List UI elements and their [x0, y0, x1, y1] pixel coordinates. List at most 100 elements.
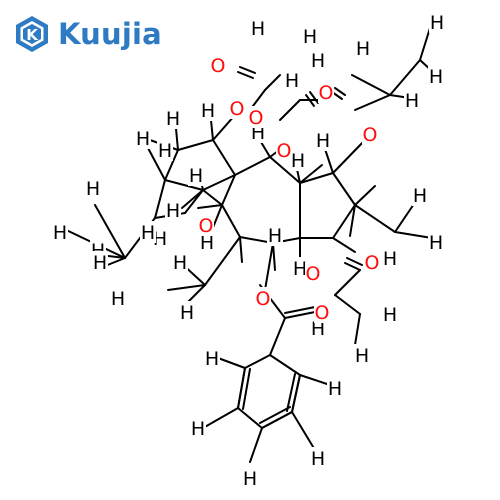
atom-label-background [210, 54, 226, 76]
hydrogen-atom-label: H [355, 345, 369, 367]
single-bond [332, 237, 356, 253]
hydrogen-atom-label: H [153, 228, 167, 250]
single-bond [272, 242, 276, 271]
atom-label-background [305, 262, 321, 284]
atom-label-background [157, 139, 173, 161]
double-bond [286, 373, 296, 412]
atom-label-background [276, 139, 292, 161]
single-bond [299, 172, 334, 184]
atom-label-background [382, 247, 398, 269]
single-bond [354, 313, 361, 346]
single-bond [332, 204, 356, 239]
atom-label-background [52, 221, 68, 243]
single-bond [244, 354, 271, 369]
hydrogen-atom-label: H [200, 232, 214, 254]
atom-label-background [382, 303, 398, 325]
single-bond [249, 427, 263, 463]
atom-label-background [290, 149, 306, 171]
hydrogen-atom-label: H [328, 378, 342, 400]
hydrogen-atom-label: H [158, 140, 172, 162]
atom-label-background [428, 65, 444, 87]
single-bond [299, 164, 323, 184]
single-bond [354, 94, 391, 111]
hydrogen-atom-label: H [243, 468, 257, 490]
atom-label-background [315, 129, 331, 151]
hydrogen-atom-label: H [405, 90, 419, 112]
single-bond [202, 174, 236, 191]
atom-label-background [198, 214, 214, 236]
hydrogen-atom-label: H [311, 50, 325, 72]
single-bond [269, 156, 301, 184]
oxygen-atom-label: O [306, 263, 321, 285]
oxygen-atom-label: O [211, 55, 226, 77]
oxygen-atom-label: O [315, 302, 330, 324]
atom-label-background [110, 287, 126, 309]
atom-label-background [327, 377, 343, 399]
double-bond [242, 368, 251, 410]
hydrogen-atom-label: H [251, 18, 265, 40]
oxygen-atom-label: O [249, 107, 264, 129]
atom-label-background [135, 127, 151, 149]
hydrogen-atom-label: H [166, 200, 180, 222]
hydrogen-atom-label: H [291, 150, 305, 172]
single-bond [167, 284, 206, 291]
single-bond [202, 407, 239, 429]
single-bond [354, 204, 396, 233]
kuujia-logo-hexagon-icon: K [16, 16, 48, 52]
single-bond [154, 179, 166, 219]
single-bond [221, 204, 241, 238]
single-bond [264, 74, 281, 91]
logo-mark-letter: K [26, 26, 39, 44]
double-bond [261, 411, 293, 429]
hydrogen-atom-label: H [413, 185, 427, 207]
atom-label-background [292, 257, 308, 279]
atom-label-background [229, 97, 245, 119]
hydrogen-atom-label: H [141, 222, 155, 244]
oxygen-atom-label: O [363, 124, 378, 146]
hydrogen-atom-label: H [205, 348, 219, 370]
bond-layer [61, 27, 434, 463]
atom-label-background [190, 417, 206, 439]
hydrogen-atom-label: H [311, 318, 325, 340]
hydrogen-atom-label: H [189, 165, 203, 187]
hydrogen-atom-label: H [201, 100, 215, 122]
single-bond [94, 204, 126, 259]
hydrogen-atom-label: H [93, 252, 107, 274]
single-bond [221, 174, 236, 206]
atom-label-background [404, 89, 420, 111]
atom-label-background [200, 99, 216, 121]
atom-label-background [429, 11, 445, 33]
hydrogen-atom-label: H [429, 66, 443, 88]
hydrogen-atom-label: H [285, 70, 299, 92]
atom-label-background [267, 224, 283, 246]
single-bond [349, 204, 356, 237]
double-bond [239, 66, 256, 74]
double-bond [259, 406, 291, 424]
atom-label-background [165, 107, 181, 129]
single-bond [269, 354, 301, 376]
atom-label-background [248, 106, 264, 128]
hydrogen-atom-label: H [303, 26, 317, 48]
single-bond [147, 147, 166, 181]
double-bond [237, 367, 246, 409]
hydrogen-atom-label: H [293, 258, 307, 280]
hydrogen-atom-label: H [429, 232, 443, 254]
single-bond [351, 74, 391, 96]
atom-label-background [302, 25, 318, 47]
single-bond [177, 139, 214, 151]
single-bond [181, 189, 204, 209]
hydrogen-atom-label: H [166, 108, 180, 130]
hydrogen-atom-label: H [111, 288, 125, 310]
hydrogen-atom-label: H [180, 302, 194, 324]
atom-label-background [428, 231, 444, 253]
double-bond [346, 257, 363, 266]
hydrogen-atom-label: H [136, 128, 150, 150]
double-bond [237, 71, 254, 79]
kuujia-logo[interactable]: K Kuujia [12, 14, 162, 54]
single-bond [332, 172, 356, 206]
single-bond [299, 374, 331, 386]
atom-label-background [318, 81, 334, 103]
oxygen-atom-label: O [277, 140, 292, 162]
